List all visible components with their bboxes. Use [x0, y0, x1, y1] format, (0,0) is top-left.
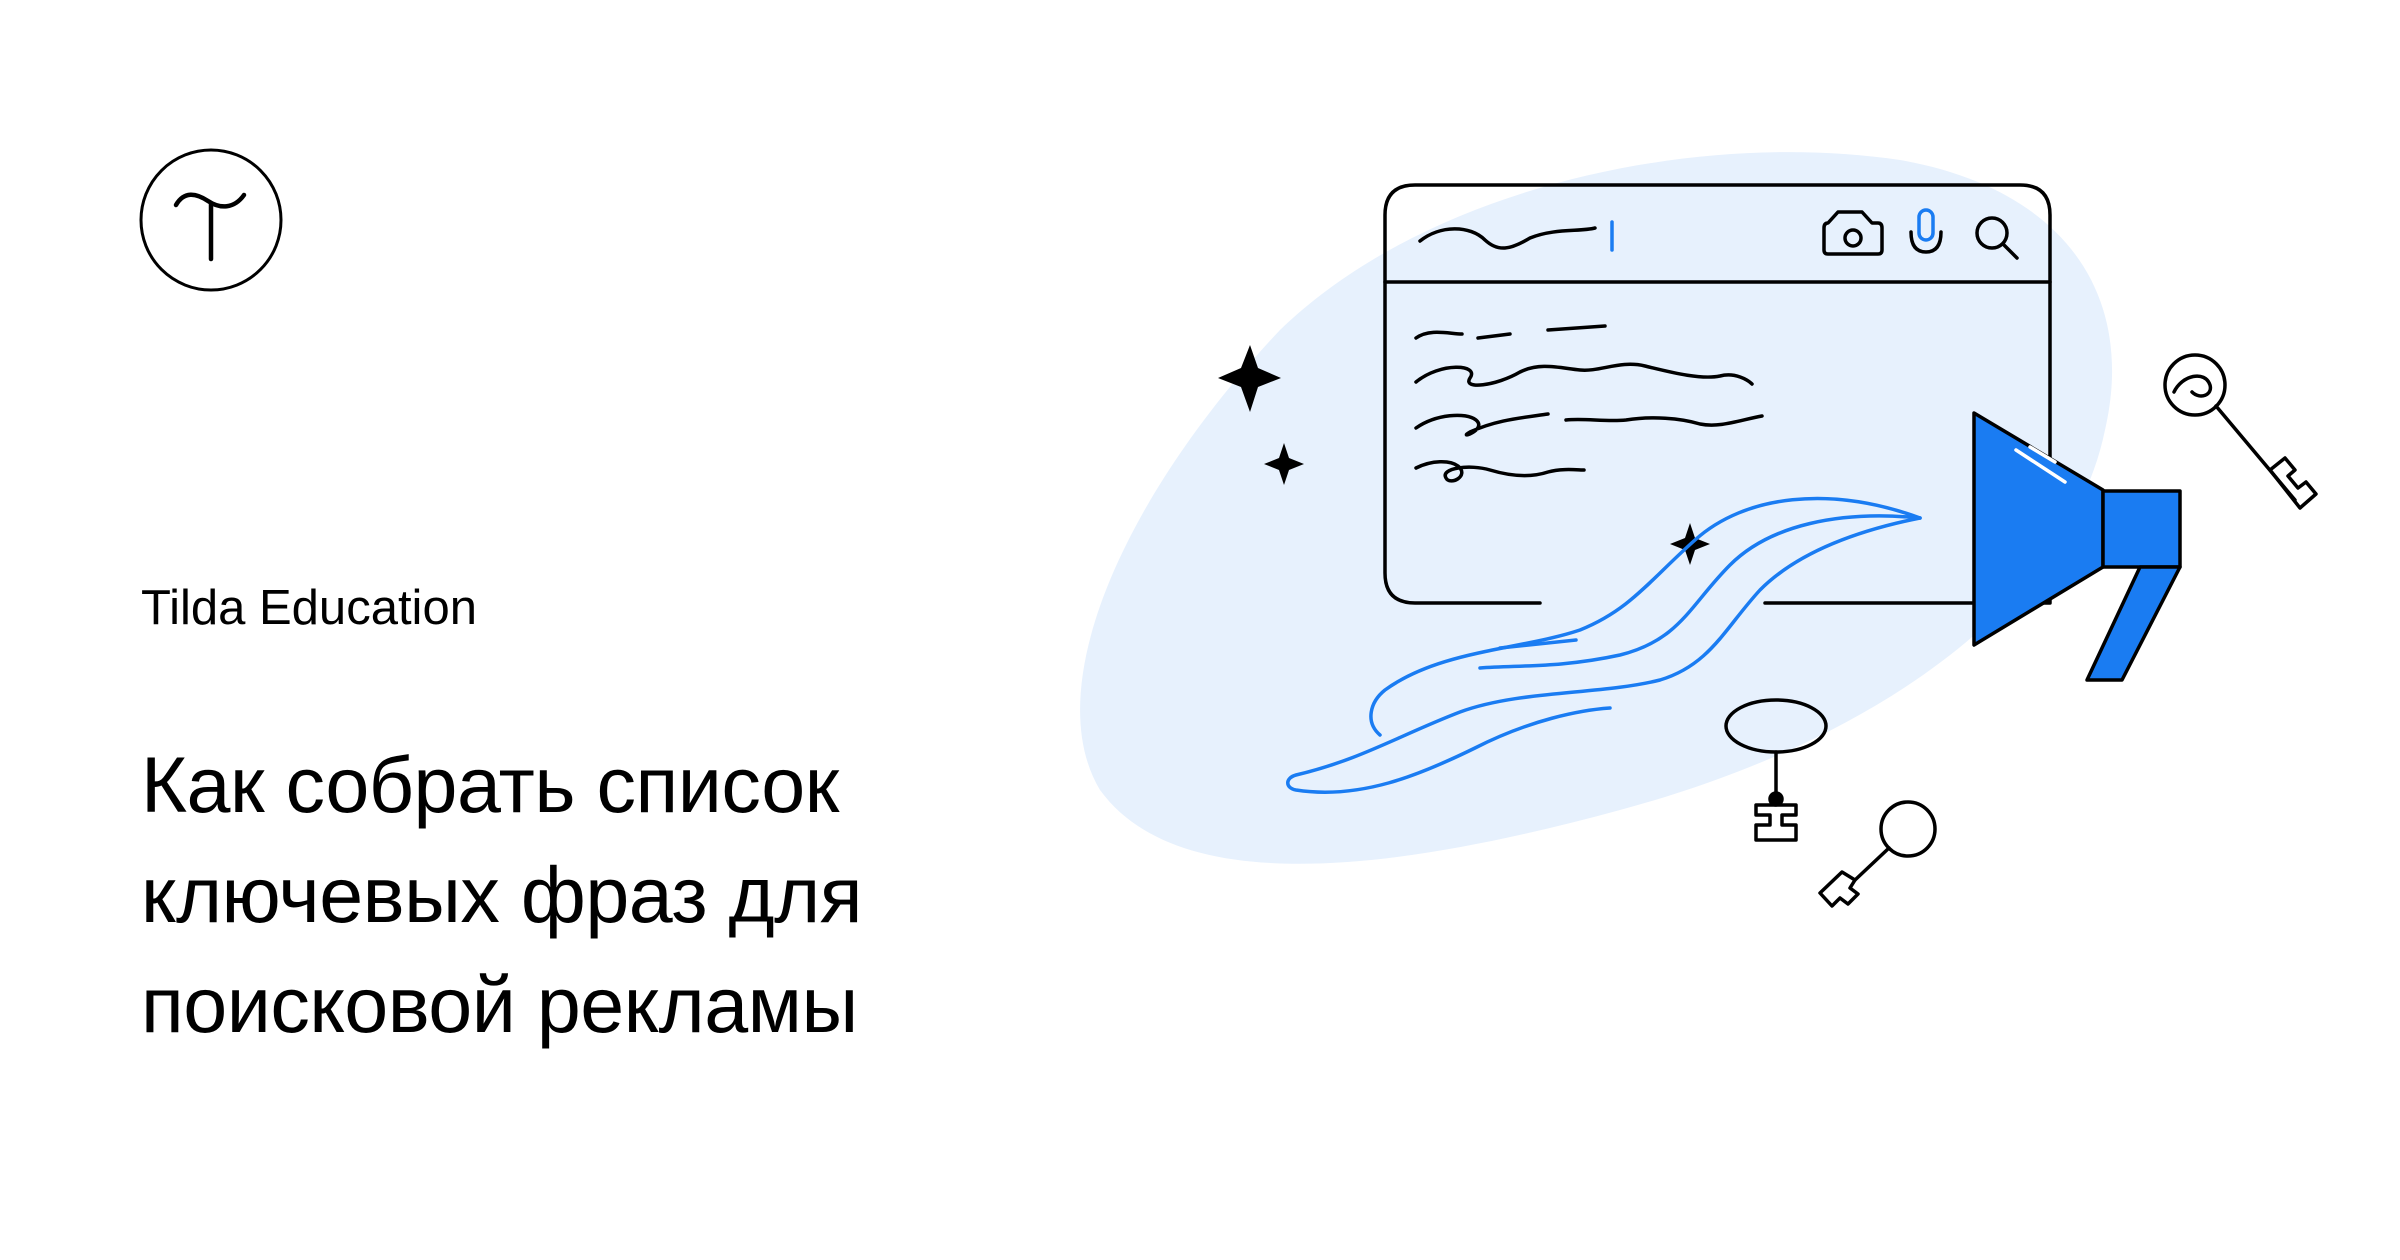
- page-title-line-3: поисковой рекламы: [141, 960, 858, 1049]
- page-title: Как собрать список ключевых фраз для пои…: [141, 730, 1061, 1060]
- background-blob: [1080, 152, 2113, 864]
- search-query-scribble: [1418, 226, 1597, 250]
- key-icon: [1818, 800, 1937, 908]
- sparkle-icon: [1218, 345, 1281, 412]
- key-icon: [2163, 353, 2318, 510]
- page-title-line-2: ключевых фраз для: [141, 850, 862, 939]
- microphone-icon: [1909, 208, 1943, 254]
- megaphone-icon: [1972, 411, 2182, 682]
- sound-waves: [1286, 496, 1922, 794]
- key-icon: [1724, 698, 1828, 842]
- brand-name: Tilda Education: [141, 581, 477, 635]
- tilda-logo-icon: [139, 148, 283, 292]
- search-icon: [1975, 216, 2019, 260]
- browser-window: [1383, 183, 2052, 605]
- page-title-line-1: Как собрать список: [141, 740, 839, 829]
- camera-icon: [1822, 210, 1884, 256]
- sparkle-icon: [1264, 443, 1304, 485]
- content-scribbles: [1414, 324, 1764, 483]
